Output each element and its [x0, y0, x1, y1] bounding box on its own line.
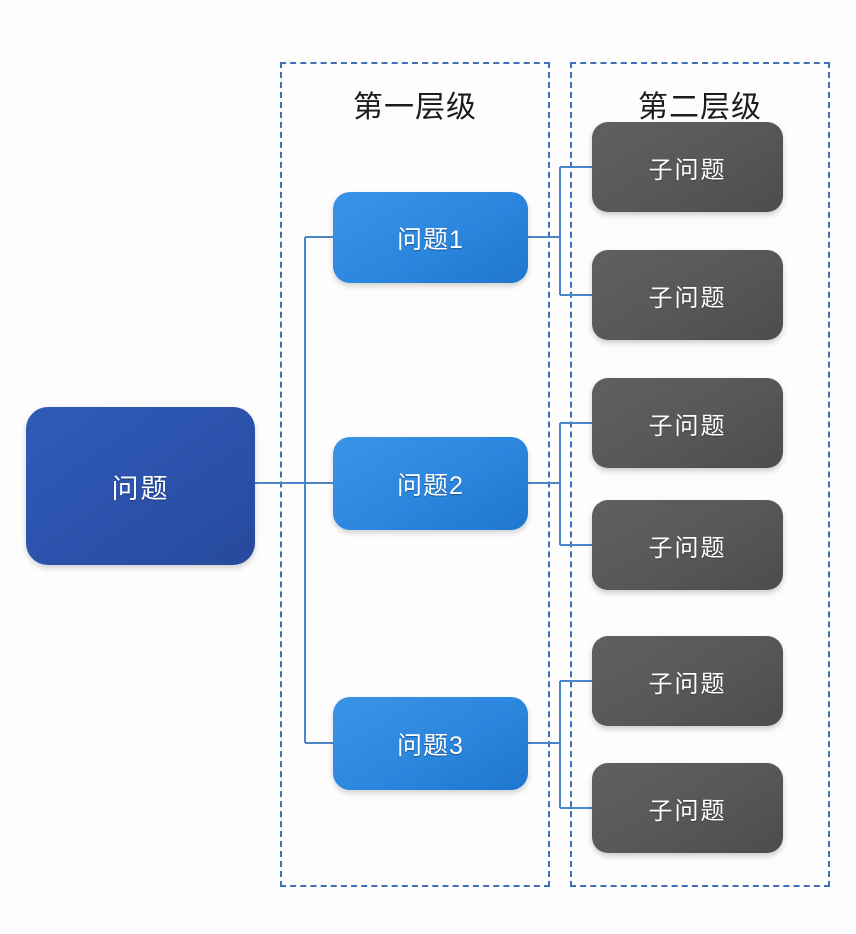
node-level2-4-label: 子问题 — [648, 534, 727, 562]
node-level2-3-label: 子问题 — [648, 412, 727, 440]
node-level2-2-label: 子问题 — [648, 284, 727, 312]
node-level2-5-label: 子问题 — [648, 670, 727, 698]
node-level1-1-label: 问题1 — [397, 225, 464, 254]
node-level1-3[interactable]: 问题3 — [333, 697, 528, 790]
level-2-group: 第二层级 — [570, 62, 830, 887]
node-level2-4[interactable]: 子问题 — [592, 500, 783, 590]
node-level1-3-label: 问题3 — [397, 731, 464, 760]
node-level2-5[interactable]: 子问题 — [592, 636, 783, 726]
node-level1-2-label: 问题2 — [397, 471, 464, 500]
level-2-title: 第二层级 — [638, 91, 762, 124]
node-level2-2[interactable]: 子问题 — [592, 250, 783, 340]
node-root[interactable]: 问题 — [26, 407, 255, 565]
node-level2-6-label: 子问题 — [648, 797, 727, 825]
level-1-title: 第一层级 — [353, 91, 477, 124]
node-level2-1-label: 子问题 — [648, 156, 727, 184]
node-level1-1[interactable]: 问题1 — [333, 192, 528, 283]
node-level2-6[interactable]: 子问题 — [592, 763, 783, 853]
node-level2-1[interactable]: 子问题 — [592, 122, 783, 212]
node-level2-3[interactable]: 子问题 — [592, 378, 783, 468]
node-level1-2[interactable]: 问题2 — [333, 437, 528, 530]
level-1-group: 第一层级 — [280, 62, 550, 887]
node-root-label: 问题 — [111, 473, 170, 504]
